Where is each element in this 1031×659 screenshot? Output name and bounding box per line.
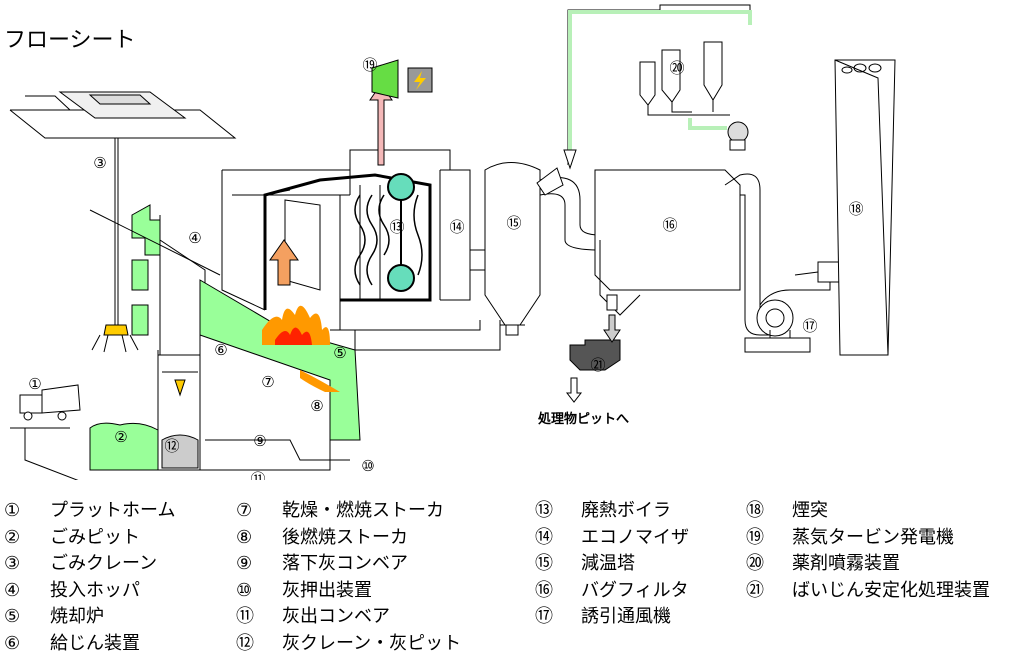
truck [19, 384, 81, 421]
marker-17: ⑰ [802, 317, 817, 335]
marker-10: ⑩ [361, 457, 374, 475]
bag-filter [594, 169, 741, 316]
diagram-markers: ① ② ③ ④ ⑤ ⑥ ⑦ ⑧ ⑨ ⑩ ⑪ ⑫ ⑬ ⑭ ⑮ ⑯ ⑰ ⑱ ⑲ ⑳ … [28, 56, 863, 480]
marker-7: ⑦ [261, 373, 274, 391]
fire [262, 305, 340, 392]
marker-20: ⑳ [669, 59, 684, 77]
ash-pit [157, 354, 201, 471]
water-drum [387, 264, 415, 292]
ash-pit-destination-label: 処理物ピットへ [538, 412, 630, 427]
marker-21: ㉑ [590, 356, 605, 374]
chimney [834, 59, 896, 356]
boiler-tubes [354, 194, 423, 286]
green-spray-branch [688, 118, 727, 130]
marker-4: ④ [188, 229, 201, 247]
green-spray-duct [568, 10, 752, 165]
crane-grab [91, 324, 139, 353]
ash-down-arrow [603, 314, 621, 343]
furnace-structure [89, 149, 501, 471]
marker-11: ⑪ [250, 470, 265, 480]
induced-fan [744, 261, 841, 353]
dust-stabilizer [569, 339, 621, 371]
marker-5: ⑤ [333, 344, 346, 362]
page-title: フローシート [4, 28, 136, 53]
temperature-tower [470, 162, 541, 336]
duct-to-bagfilter [536, 167, 601, 251]
flue-gas-arrow [269, 239, 299, 286]
flow-diagram: ① ② ③ ④ ⑤ ⑥ ⑦ ⑧ ⑨ ⑩ ⑪ ⑫ ⑬ ⑭ ⑮ ⑯ ⑰ ⑱ ⑲ ⑳ … [9, 4, 896, 480]
steam-drum [387, 173, 415, 201]
marker-8: ⑧ [310, 397, 323, 415]
pit-down-arrow [565, 377, 583, 403]
crane-gantry [9, 91, 237, 325]
boiler-outline [263, 173, 432, 310]
marker-6: ⑥ [214, 341, 227, 359]
marker-12: ⑫ [164, 437, 179, 455]
marker-15: ⑮ [506, 214, 521, 232]
marker-16: ⑯ [662, 216, 677, 234]
marker-18: ⑱ [848, 200, 863, 218]
chemical-spray-silos [639, 41, 749, 151]
spray-pipe [567, 4, 751, 165]
hopper-green-pieces [131, 204, 161, 336]
marker-19: ⑲ [362, 56, 377, 74]
turbine-generator [371, 59, 433, 99]
marker-3: ③ [93, 154, 106, 172]
marker-1: ① [28, 375, 41, 393]
marker-13: ⑬ [389, 218, 404, 236]
marker-2: ② [114, 428, 127, 446]
marker-9: ⑨ [253, 432, 266, 450]
marker-14: ⑭ [449, 218, 464, 236]
